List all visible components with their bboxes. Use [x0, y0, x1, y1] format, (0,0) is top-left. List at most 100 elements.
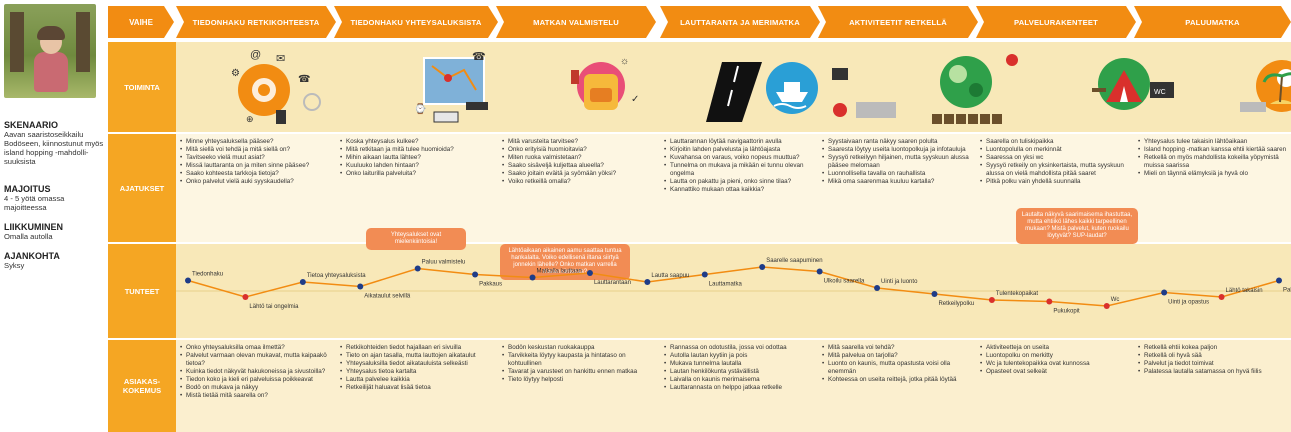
thought-item: Saaresta löytyy useita luontopolkuja ja … — [822, 146, 972, 154]
experience-item: Luonto on kaunis, mutta opastusta voisi … — [822, 360, 972, 375]
experience-list-7: Retkellä ehtii kokea paljon Retkellä oli… — [1138, 344, 1288, 376]
experience-item: Laivalla on kaunis merimaisema — [664, 376, 814, 384]
liikkuminen-heading: LIIKKUMINEN — [4, 222, 63, 232]
experience-item: Mitä palvelua on tarjolla? — [822, 352, 972, 360]
thought-item: Onko erityisiä huomioitavia? — [502, 146, 652, 154]
phase-header: PALVELURAKENTEET — [976, 6, 1136, 38]
backpack-icon: ☼ ✓ — [571, 56, 639, 110]
emotion-point — [299, 279, 306, 285]
phase-header: AKTIVITEETIT RETKELLÄ — [818, 6, 978, 38]
persona-photo — [4, 4, 96, 98]
thought-item: Kuvahansa on varaus, voiko nopeus muuttu… — [664, 154, 814, 162]
thought-item: Voiko retkeillä omalla? — [502, 178, 652, 186]
experience-item: Lauttarannasta on helppo jatkaa retkelle — [664, 384, 814, 392]
emotion-point-label: Wc — [1111, 297, 1120, 303]
majoitus-text: 4 - 5 yötä omassa majoitteessa — [4, 194, 65, 212]
thought-item: Mieli on täynnä elämyksiä ja hyvä olo — [1138, 170, 1288, 178]
thought-item: Mihin aikaan lautta lähtee? — [340, 154, 490, 162]
ajankohta-heading: AJANKOHTA — [4, 251, 60, 261]
thought-item: Tavitseeko vielä muut asiat? — [180, 154, 330, 162]
emotion-point — [1161, 289, 1168, 296]
emotion-point-label: Lähtö tai ongelmia — [249, 304, 299, 310]
emotion-point-label: Lauttamatka — [709, 282, 743, 288]
experience-item: Mistä tietää mitä saarella on? — [180, 392, 330, 400]
thought-item: Miten ruoka valmistetaan? — [502, 154, 652, 162]
emotion-point — [586, 270, 593, 276]
experience-item: Retkellä oli hyvä sää — [1138, 352, 1288, 360]
emotion-point-label: Uinti ja opastus — [1168, 300, 1209, 306]
emotion-point-label: Matkalla lauttaan — [537, 269, 582, 275]
research-globe-icon: @ ✉ ☎ ⚙ ⊕ — [231, 49, 321, 124]
phase-header: TIEDONHAKU RETKIKOHTEESTA — [176, 6, 336, 38]
ferry-icon — [706, 62, 896, 122]
experience-item: Aktiviteetteja on useita — [980, 344, 1130, 352]
thought-item: Syystaivaan ranta näkyy saaren polulta — [822, 138, 972, 146]
experience-list-2: Retkikohteiden tiedot hajallaan eri sivu… — [340, 344, 490, 392]
svg-text:☎: ☎ — [298, 74, 310, 85]
emotion-point-label: Pukukopit — [1053, 309, 1080, 315]
emotion-point — [1276, 277, 1282, 284]
emotion-point — [1103, 303, 1110, 309]
experience-item: Retkikohteiden tiedot hajallaan eri sivu… — [340, 344, 490, 352]
thoughts-list-4: Lauttarannan löytää navigaattorin avulla… — [664, 138, 814, 194]
thought-item: Saarella on tuliskipaikka — [980, 138, 1130, 146]
svg-text:⊕: ⊕ — [246, 114, 254, 124]
experience-item: Bodön keskustan ruokakauppa — [502, 344, 652, 352]
experience-list-1: Onko yhteysaluksilla omaa ilmettä? Palve… — [180, 344, 330, 400]
emotion-point-label: Paluu kotiin — [1283, 288, 1291, 294]
emotion-point — [816, 268, 823, 275]
emotion-point-label: Uinti ja luonto — [881, 279, 918, 285]
emotion-point — [759, 264, 766, 270]
experience-item: Lautta palvelee kaikkia — [340, 376, 490, 384]
phase-header: MATKAN VALMISTELU — [496, 6, 656, 38]
thought-item: Syysyö retkeilyyn hiljainen, mutta syysk… — [822, 154, 972, 169]
emotion-point — [414, 265, 421, 272]
experience-item: Kohteessa on useita reittejä, jotka pitä… — [822, 376, 972, 384]
experience-item: Tieto löytyy helposti — [502, 376, 652, 384]
emotion-point — [701, 271, 708, 278]
experience-list-4: Rannassa on odotustila, jossa voi odotta… — [664, 344, 814, 392]
experience-item: Yhteysaluksilla tiedot aikatauluista sel… — [340, 360, 490, 368]
thought-item: Kirjoitin lahden palvelusta ja lähtöajas… — [664, 146, 814, 154]
ajatukset-label: AJATUKSET — [108, 134, 176, 242]
thought-item: Onko palvelut vielä auki syyskaudella? — [180, 178, 330, 186]
thoughts-list-3: Mitä varusteita tarvitsee? Onko erityisi… — [502, 138, 652, 186]
experience-item: Palatessa lautalla satamassa on hyvä fii… — [1138, 368, 1288, 376]
emotion-point — [1046, 298, 1053, 305]
emotion-point — [357, 283, 364, 290]
thought-item: Saaressa on yksi wc — [980, 154, 1130, 162]
thought-item: Saako kohteesta tarkkoja tietoja? — [180, 170, 330, 178]
experience-item: Onko yhteysaluksilla omaa ilmettä? — [180, 344, 330, 352]
emotion-point-label: Aikataulut selvillä — [364, 294, 411, 300]
photo-child-hair — [37, 26, 65, 40]
experience-item: Autolla lautan kyytiin ja pois — [664, 352, 814, 360]
experience-list-6: Aktiviteetteja on useita Luontopolku on … — [980, 344, 1130, 376]
emotion-point-label: Lautta saapuu — [651, 273, 689, 279]
thought-item: Onko laiturilla palveluita? — [340, 170, 490, 178]
experience-item: Tieto on ajan tasalla, mutta lauttojen a… — [340, 352, 490, 360]
experience-item: Palvelut ja tiedot toimivat — [1138, 360, 1288, 368]
thought-item: Kuuluuko lahden hintaan? — [340, 162, 490, 170]
emotion-point-label: Saarelle saapuminen — [766, 258, 822, 264]
toiminta-band — [108, 42, 1291, 132]
note-bubble: Yhteysalukset ovat mielenkiintoisia! — [366, 228, 466, 250]
emotion-point-label: Tiedonhaku — [192, 272, 223, 278]
emotion-point-label: Paluu valmistelu — [422, 260, 466, 266]
experience-item: Kuinka tiedot näkyvät hakukoneissa ja si… — [180, 368, 330, 376]
emotion-point — [874, 285, 881, 291]
experience-item: Retkellä ehtii kokea paljon — [1138, 344, 1288, 352]
thought-item: Saako sisäveljä kuljettaa alueella? — [502, 162, 652, 170]
tunteet-label: TUNTEET — [108, 244, 176, 338]
svg-text:☼: ☼ — [620, 56, 629, 67]
emotion-point — [185, 277, 191, 284]
thought-item: Luontopolulla on merkinnät — [980, 146, 1130, 154]
svg-text:WC: WC — [1154, 89, 1166, 96]
thought-item: Luonnollisella tavalla on rauhallista — [822, 170, 972, 178]
thoughts-list-2: Koska yhteysalus kulkee? Mitä retkitaan … — [340, 138, 490, 178]
persona-column: SKENAARIO Aavan saaristoseikkai­lu Bodös… — [0, 0, 108, 432]
thought-item: Lauttarannan löytää navigaattorin avulla — [664, 138, 814, 146]
svg-text:⌚: ⌚ — [414, 102, 426, 115]
emotion-point-label: Lähtö takaisin — [1226, 288, 1263, 294]
nature-activities-icon — [932, 54, 1018, 124]
thought-item: Syysyö retkeily on yksinkertaista, mutta… — [980, 162, 1130, 177]
